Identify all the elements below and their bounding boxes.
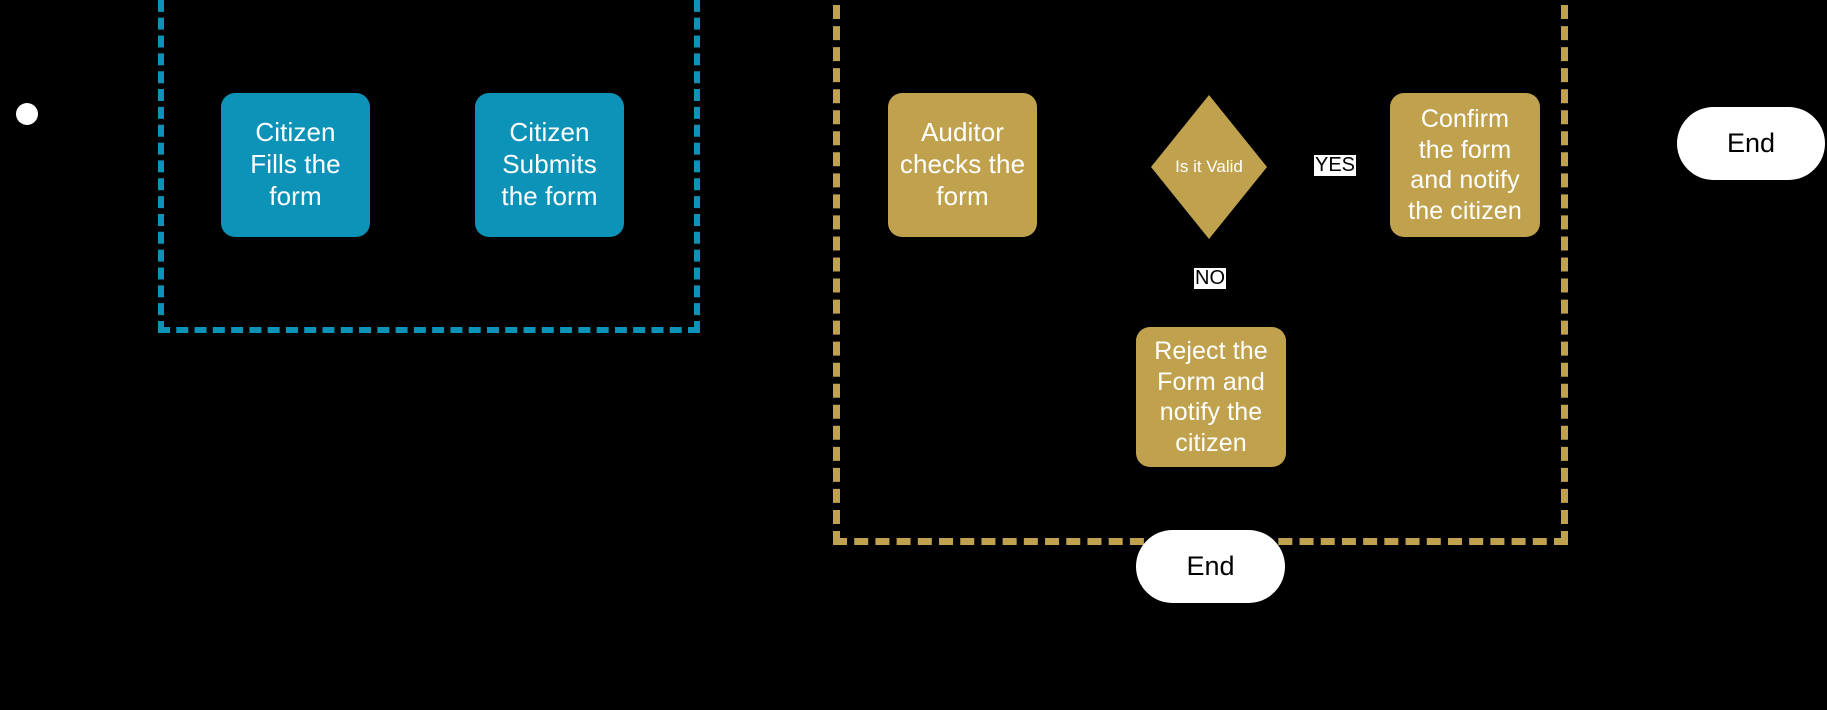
decision-is-it-valid[interactable]: Is it Valid: [1151, 95, 1267, 239]
task-citizen-submits-the-form[interactable]: Citizen Submits the form: [475, 93, 624, 237]
end-node-bottom[interactable]: End: [1136, 530, 1285, 603]
edge-label-yes: YES: [1314, 154, 1357, 176]
task-citizen-fills-the-form[interactable]: Citizen Fills the form: [221, 93, 370, 237]
task-auditor-checks-the-form[interactable]: Auditor checks the form: [888, 93, 1037, 237]
citizen-lane-container: [158, 0, 700, 333]
edge-label-no: NO: [1194, 267, 1226, 289]
task-confirm-form-and-notify-citizen[interactable]: Confirm the form and notify the citizen: [1390, 93, 1540, 237]
start-node[interactable]: [16, 103, 38, 125]
end-node-right[interactable]: End: [1677, 107, 1825, 180]
decision-label: Is it Valid: [1175, 157, 1243, 176]
task-reject-form-and-notify-citizen[interactable]: Reject the Form and notify the citizen: [1136, 327, 1286, 467]
